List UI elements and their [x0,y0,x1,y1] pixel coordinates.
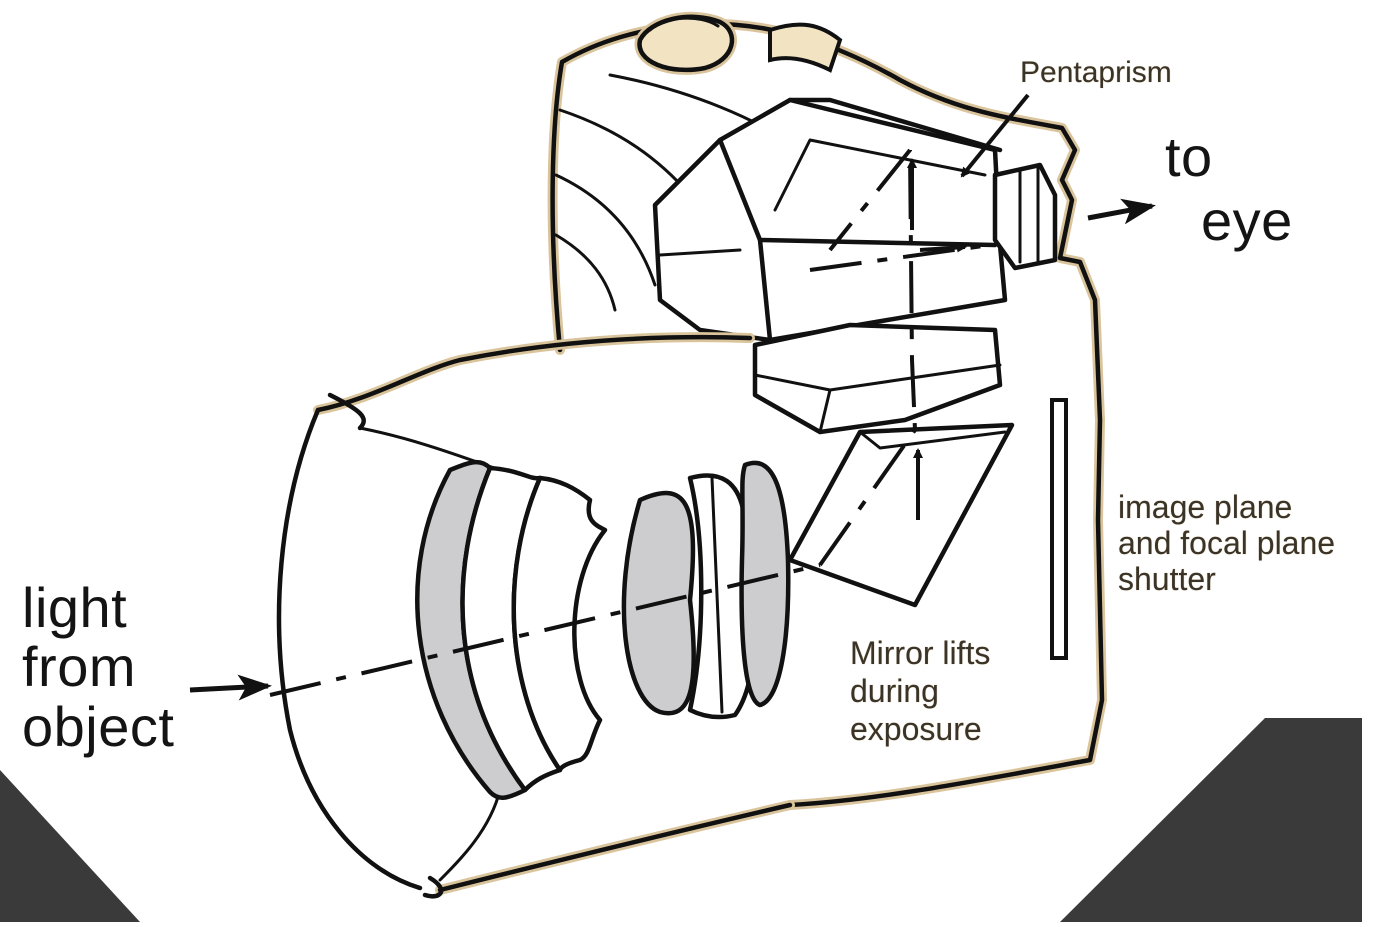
reflex-mirror [787,422,1015,608]
pentaprism-text: Pentaprism [1020,56,1172,89]
mirror-line-3: exposure [850,710,982,747]
light-line-1: light [22,576,128,639]
mirror-line-2: during [850,672,939,709]
to-eye-line-2: eye [1201,189,1293,253]
light-from-object-label: light from object [22,578,174,756]
image-plane-line-2: and focal plane [1118,524,1336,561]
label-arrows [189,93,1156,701]
to-eye-line-1: to [1165,125,1213,188]
light-line-2: from [22,635,136,699]
mirror-label: Mirror lifts during exposure [850,635,990,748]
image-plane-label: image plane and focal plane shutter [1118,489,1336,597]
light-line-3: object [22,694,175,758]
eyepiece [992,162,1058,271]
camera-body [547,11,1107,810]
slide-frame [0,718,1376,922]
image-plane-line-1: image plane [1118,489,1293,525]
optical-path [269,148,991,697]
to-eye-label: to eye [1165,125,1293,254]
pentaprism [652,97,1008,343]
focusing-screen [752,322,1003,435]
mirror-line-1: Mirror lifts [850,635,991,671]
image-plane-line-3: shutter [1118,560,1216,597]
lens-elements [415,459,791,800]
pentaprism-label: Pentaprism [1020,56,1172,89]
lens-barrel [276,332,795,899]
image-plane-line [1050,398,1068,660]
